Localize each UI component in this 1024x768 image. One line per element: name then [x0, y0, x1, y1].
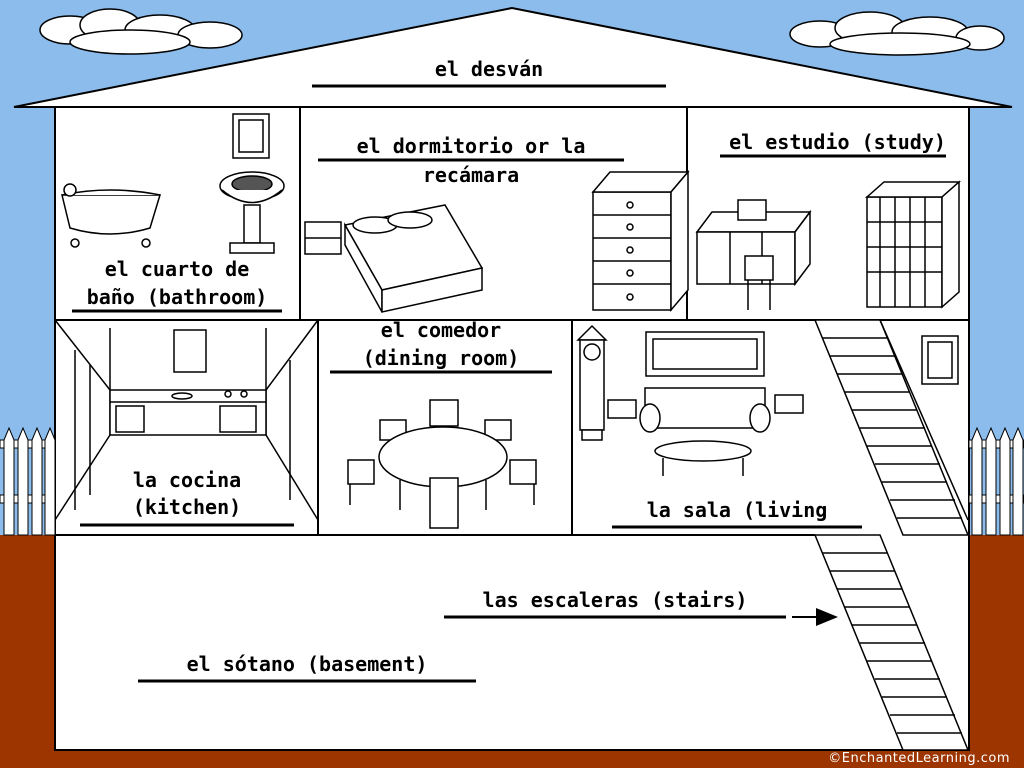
kitchen-window [173, 329, 207, 373]
sofa [644, 387, 766, 429]
label-dining-line2: (dining room) [362, 346, 520, 370]
stairs-arrow [792, 608, 838, 626]
cloud-left [39, 8, 243, 55]
label-study: el estudio (study) [729, 130, 946, 154]
label-kitchen-line2: (kitchen) [132, 495, 242, 519]
bedroom-furniture [304, 169, 690, 313]
sink [219, 171, 285, 254]
bookshelf [865, 180, 961, 309]
label-attic: el desván [434, 57, 544, 81]
fence-right [968, 426, 1024, 536]
dining-furniture [347, 399, 537, 529]
label-bathroom-line1: el cuarto de [104, 257, 250, 281]
stairs-upper [813, 319, 970, 536]
bathroom-furniture [61, 113, 285, 254]
label-bathroom-line2: baño (bathroom) [86, 285, 268, 309]
copyright-credit: ©EnchantedLearning.com [828, 751, 1010, 766]
label-underlines [72, 84, 946, 683]
label-basement: el sótano (basement) [186, 652, 428, 676]
kitchen-furniture [54, 319, 319, 521]
label-stairs: las escaleras (stairs) [482, 588, 748, 612]
fence-left [0, 426, 56, 536]
label-dining-line1: el comedor [380, 318, 502, 342]
living-furniture [576, 324, 959, 476]
stairs-lower [813, 534, 970, 751]
label-bedroom-line2: recámara [422, 163, 520, 187]
bed [343, 204, 484, 313]
computer [737, 199, 767, 221]
label-bedroom-line1: el dormitorio or la [356, 134, 586, 158]
study-furniture [695, 180, 961, 310]
dresser [591, 169, 690, 313]
bathtub [61, 194, 162, 235]
label-living: la sala (living [646, 498, 828, 522]
label-kitchen-line1: la cocina [132, 468, 242, 492]
grandfather-clock [576, 324, 608, 441]
coffee-table [654, 440, 752, 462]
cloud-right [789, 11, 1005, 56]
desk-chair [744, 255, 774, 281]
